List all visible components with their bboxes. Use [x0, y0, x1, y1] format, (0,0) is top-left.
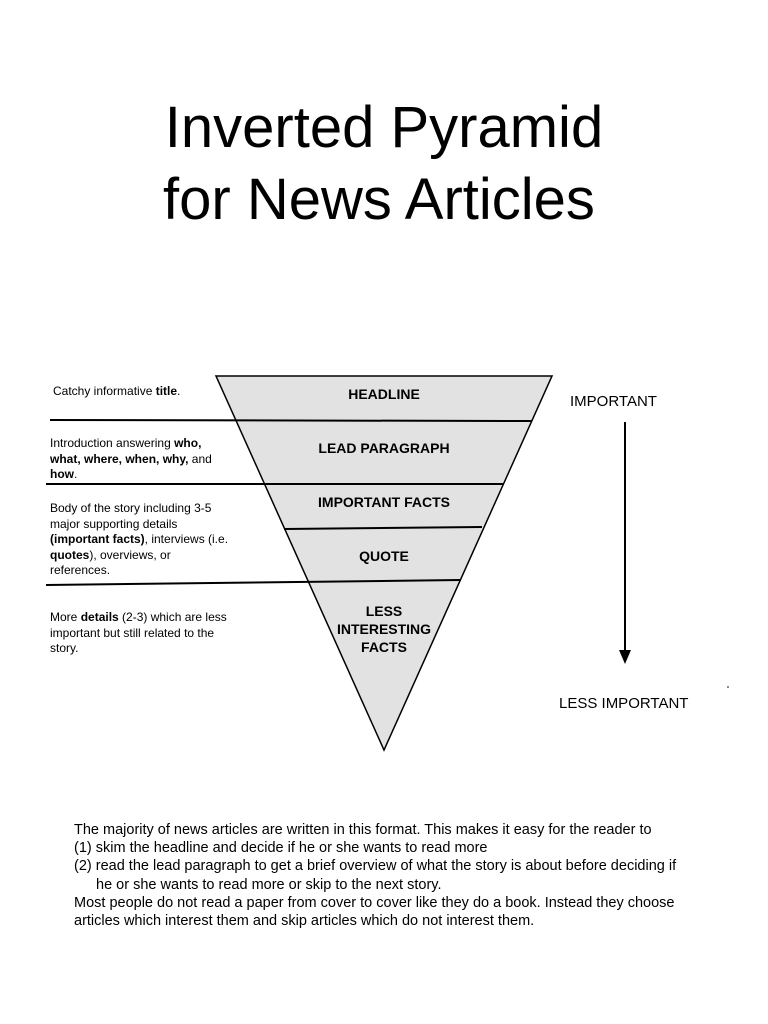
title-desc-post: . [177, 384, 181, 398]
intro-desc-wwwhat: what, where, when, why, [50, 451, 189, 466]
details-desc-line-2: important but still related to the [50, 625, 215, 640]
body-desc-interviews: , interviews (i.e. [144, 532, 229, 546]
explanation-line-1: The majority of news articles are writte… [74, 822, 652, 838]
level-less-interesting-line-1: LESS [366, 603, 403, 619]
details-desc-line-3: story. [50, 641, 79, 655]
level-lead-paragraph: LEAD PARAGRAPH [318, 440, 449, 456]
body-desc-line-2: major supporting details [50, 516, 178, 531]
stray-dot [727, 686, 729, 688]
explanation-line-6: articles which interest them and skip ar… [74, 913, 535, 930]
title-line-2: for News Articles [163, 167, 595, 232]
details-desc-pre: More [50, 610, 81, 624]
intro-desc-who: who, [174, 436, 202, 450]
level-headline: HEADLINE [348, 386, 420, 402]
explanation-line-3: (2) read the lead paragraph to get a bri… [74, 858, 677, 875]
body-desc-line-5: references. [50, 563, 111, 577]
body-desc-line-1: Body of the story including 3-5 [50, 501, 212, 515]
level-important-facts: IMPORTANT FACTS [318, 494, 450, 510]
details-desc-post: (2-3) which are less [118, 610, 227, 624]
level-less-interesting-line-3: FACTS [361, 639, 407, 655]
title-description: Catchy informative title. [53, 384, 253, 400]
explanation-line-2: (1) skim the headline and decide if he o… [74, 840, 488, 857]
title-line-1: Inverted Pyramid [164, 95, 604, 160]
page-title: Inverted Pyramid for News Articles [0, 92, 768, 236]
body-desc-important-facts: (important facts) [50, 532, 145, 546]
level-less-interesting-line-2: INTERESTING [337, 621, 431, 637]
pyramid-shape [214, 375, 554, 752]
axis-less-important-label: LESS IMPORTANT [559, 695, 689, 712]
intro-desc-post: . [74, 467, 78, 481]
importance-arrow-head [619, 650, 631, 664]
intro-desc-how: how [50, 467, 74, 481]
body-description: Body of the story including 3-5 major su… [50, 501, 250, 579]
divider-quote [45, 579, 461, 586]
explanation-text: The majority of news articles are writte… [74, 821, 714, 930]
explanation-line-5: Most people do not read a paper from cov… [74, 894, 675, 911]
divider-headline [49, 419, 533, 422]
intro-desc-text: Introduction answering [50, 436, 175, 450]
details-desc-bold: details [80, 610, 119, 624]
title-desc-text: Catchy informative [53, 384, 156, 398]
details-description: More details (2-3) which are less import… [50, 610, 250, 657]
explanation-line-4: he or she wants to read more or skip to … [96, 876, 442, 893]
body-desc-quotes: quotes [50, 547, 90, 562]
divider-facts [283, 526, 483, 530]
level-quote: QUOTE [359, 548, 409, 564]
intro-description: Introduction answering who, what, where,… [50, 436, 230, 483]
title-desc-bold: title [155, 384, 178, 398]
body-desc-overviews: ), overviews, or [89, 547, 171, 562]
axis-important-label: IMPORTANT [570, 393, 657, 410]
intro-desc-and: and [188, 451, 212, 466]
